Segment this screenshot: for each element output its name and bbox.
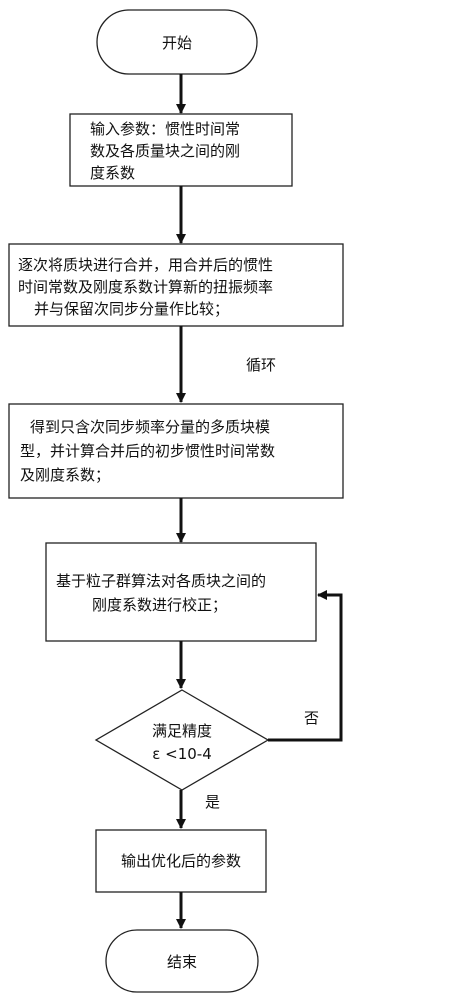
input-params-line-2: 数及各质量块之间的刚 (90, 142, 240, 160)
precision-decision-node: 满足精度 ε <10-4 (94, 689, 270, 791)
merge-masses-line-1: 逐次将质块进行合并，用合并后的惯性 (18, 256, 273, 274)
no-label: 否 (304, 709, 319, 727)
output-label: 输出优化后的参数 (121, 852, 241, 870)
merge-masses-line-3: 并与保留次同步分量作比较； (34, 300, 229, 318)
model-line-1: 得到只含次同步频率分量的多质块模 (30, 418, 270, 436)
model-line-3: 及刚度系数； (20, 466, 110, 484)
arrow-decision-no-loop (268, 590, 343, 742)
start-node: 开始 (96, 9, 258, 75)
end-label: 结束 (167, 953, 197, 971)
output-params-node: 输出优化后的参数 (95, 829, 267, 893)
model-line-2: 型，并计算合并后的初步惯性时间常数 (20, 442, 275, 460)
loop-label: 循环 (246, 356, 276, 374)
decision-line-1: 满足精度 (152, 722, 212, 740)
decision-line-2: ε <10-4 (152, 745, 212, 763)
correction-line-1: 基于粒子群算法对各质块之间的 (56, 572, 266, 590)
correction-line-2: 刚度系数进行校正； (92, 596, 227, 614)
merge-masses-node: 逐次将质块进行合并，用合并后的惯性 时间常数及刚度系数计算新的扭振频率 并与保留… (8, 243, 344, 327)
input-params-line-1: 输入参数：惯性时间常 (90, 120, 240, 138)
pso-correction-node: 基于粒子群算法对各质块之间的 刚度系数进行校正； (45, 542, 317, 642)
multi-mass-model-node: 得到只含次同步频率分量的多质块模 型，并计算合并后的初步惯性时间常数 及刚度系数… (8, 403, 344, 499)
yes-label: 是 (205, 793, 220, 811)
input-params-node: 输入参数：惯性时间常 数及各质量块之间的刚 度系数 (69, 113, 293, 187)
input-params-line-3: 度系数 (90, 164, 135, 182)
merge-masses-line-2: 时间常数及刚度系数计算新的扭振频率 (18, 278, 273, 296)
end-node: 结束 (105, 929, 259, 993)
start-label: 开始 (162, 34, 192, 52)
